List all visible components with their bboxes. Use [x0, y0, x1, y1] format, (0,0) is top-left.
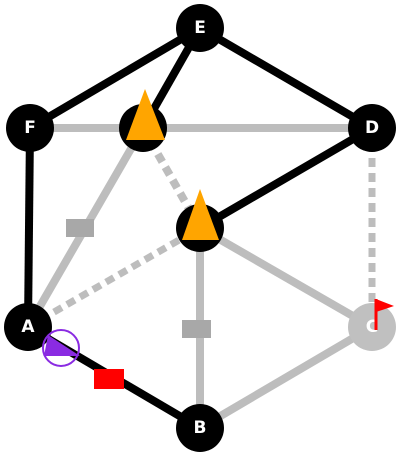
gate-marker-h-b[interactable]	[182, 320, 211, 338]
node-b-label: B	[194, 418, 207, 438]
node-b[interactable]: B	[176, 404, 224, 452]
node-d-label: D	[365, 118, 379, 138]
gate-marker-g-a[interactable]	[66, 219, 94, 237]
node-a[interactable]: A	[4, 303, 52, 351]
gates-layer	[66, 219, 211, 389]
edge-a-h[interactable]	[26, 224, 202, 331]
node-e-label: E	[194, 18, 206, 38]
pawn-icon[interactable]	[182, 189, 219, 240]
node-c[interactable]: C	[348, 303, 396, 351]
edge-e-d[interactable]	[197, 24, 375, 132]
edge-h-c[interactable]	[198, 224, 374, 331]
edge-f-a[interactable]	[24, 127, 34, 328]
player-cursor-icon[interactable]	[42, 329, 80, 367]
node-d[interactable]: D	[348, 104, 396, 152]
flag-icon	[374, 299, 394, 330]
pieces-layer	[42, 89, 394, 367]
edge-c-b[interactable]	[197, 323, 375, 432]
node-a-label: A	[21, 317, 35, 337]
edge-d-h[interactable]	[197, 124, 375, 232]
pawn-icon[interactable]	[126, 89, 165, 140]
node-e[interactable]: E	[176, 4, 224, 52]
gate-marker-a-b[interactable]	[94, 369, 124, 389]
node-f-label: F	[24, 118, 36, 138]
node-f[interactable]: F	[6, 104, 54, 152]
edge-e-f[interactable]	[27, 24, 203, 132]
